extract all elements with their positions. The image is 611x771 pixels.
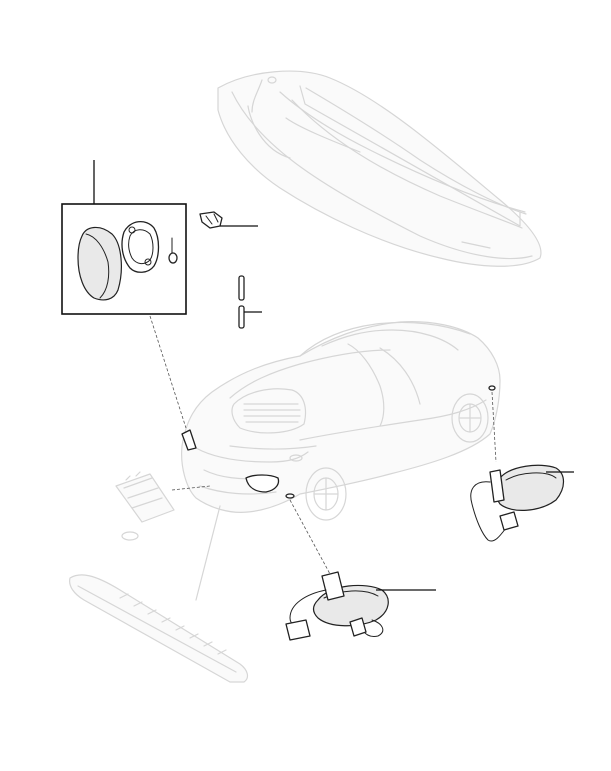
bumper-reflector-on-car [181,429,197,451]
reflector-lens-icon [77,226,122,301]
lh-side-repeater-group [285,499,436,641]
high-mount-stop-lamp-group [69,505,249,683]
side-marker-rear-on-car [285,493,295,499]
licence-plate-lamp-group [115,471,211,541]
group-frame [61,203,187,315]
rh-repeater-wire-icon [470,481,507,542]
rh-repeater-socket-icon [489,469,505,503]
pin-icon [238,305,245,329]
side-marker-front-on-car [488,385,496,391]
pin-icon [238,275,245,301]
pins-group [238,275,262,329]
rh-repeater-connector-icon [499,511,519,531]
wiring-clip-group [199,211,258,229]
reflector-assembly-group [61,160,187,315]
lh-repeater-connector-icon [285,619,311,641]
lh-repeater-socket-icon [321,571,345,601]
car-body-ghost [181,321,501,521]
rear-spoiler-ghost [217,70,542,267]
tail-lamp-on-car [245,474,280,493]
clip-icon [199,211,223,229]
lh-repeater-plug-icon [349,617,367,637]
stop-lamp-body-icon [69,574,249,683]
rh-side-repeater-group [470,391,574,542]
plate-lamp-housing-icon [115,473,175,523]
nut-icon [168,252,178,264]
plate-lamp-lens-icon [121,531,139,541]
